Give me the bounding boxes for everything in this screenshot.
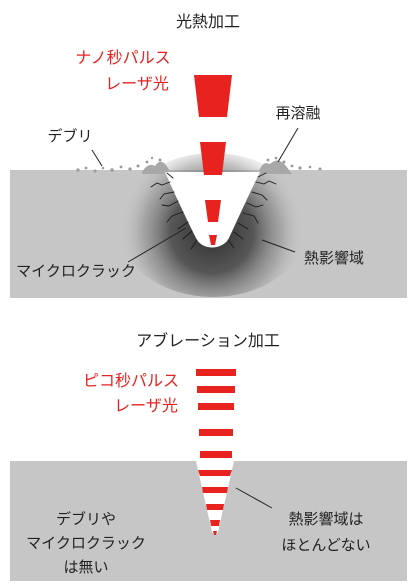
ablation-title: アブレーション加工 [136,331,280,350]
debris-particles [76,156,322,173]
laser-pulse [199,429,233,436]
pico-laser-label-line1: ピコ秒パルス [83,371,179,390]
laser-pulse [213,531,217,535]
thermal-title: 光熱加工 [176,12,240,31]
laser-pulse [197,386,235,393]
laser-pulse [200,451,232,458]
debris-label: デブリ [47,127,92,145]
micro-cracks [150,172,277,250]
laser-pulse [210,520,220,526]
laser-dash [205,200,221,222]
laser-dash [194,75,232,117]
laser-pulse [198,470,232,476]
laser-dash [209,235,217,245]
micro-crack-leader [127,227,187,263]
no-debris-label-line2: マイクロクラック [26,534,146,552]
ablation-crater [196,461,234,535]
haz-leader [261,239,296,253]
laser-pulse [196,369,236,376]
pico-laser-label-line2: レーザ光 [114,396,178,415]
debris-leader [91,149,103,167]
ablation-haz-label-line2: ほとんどない [281,536,370,554]
ablation-haz-label-line1: 熱影響域は [288,510,363,528]
laser-pulse [202,487,228,493]
ablation-haz-leader [235,487,273,509]
remelt-rim-right [258,160,292,174]
laser-pulse [206,504,224,510]
haz-label: 熱影響域 [304,249,364,267]
remelt-leader [277,127,299,163]
pico-laser-beam [196,369,236,535]
thermal-panel: 光熱加工 [10,12,407,298]
nano-laser-beam [194,75,232,245]
no-debris-label-line3: は無い [63,558,108,576]
ablation-panel: アブレーション加工 ピコ秒パルス レーザ光 熱影響域は ほとんどない デブリや … [10,331,407,581]
remelt-rim [142,161,172,174]
laser-dash [200,142,226,175]
laser-pulse [198,403,234,410]
nano-laser-label-line2: レーザ光 [105,74,169,93]
micro-crack-label: マイクロクラック [16,262,136,280]
no-debris-label-line1: デブリや [56,510,116,528]
remelt-label: 再溶融 [275,104,320,122]
nano-laser-label-line1: ナノ秒パルス [75,48,170,67]
